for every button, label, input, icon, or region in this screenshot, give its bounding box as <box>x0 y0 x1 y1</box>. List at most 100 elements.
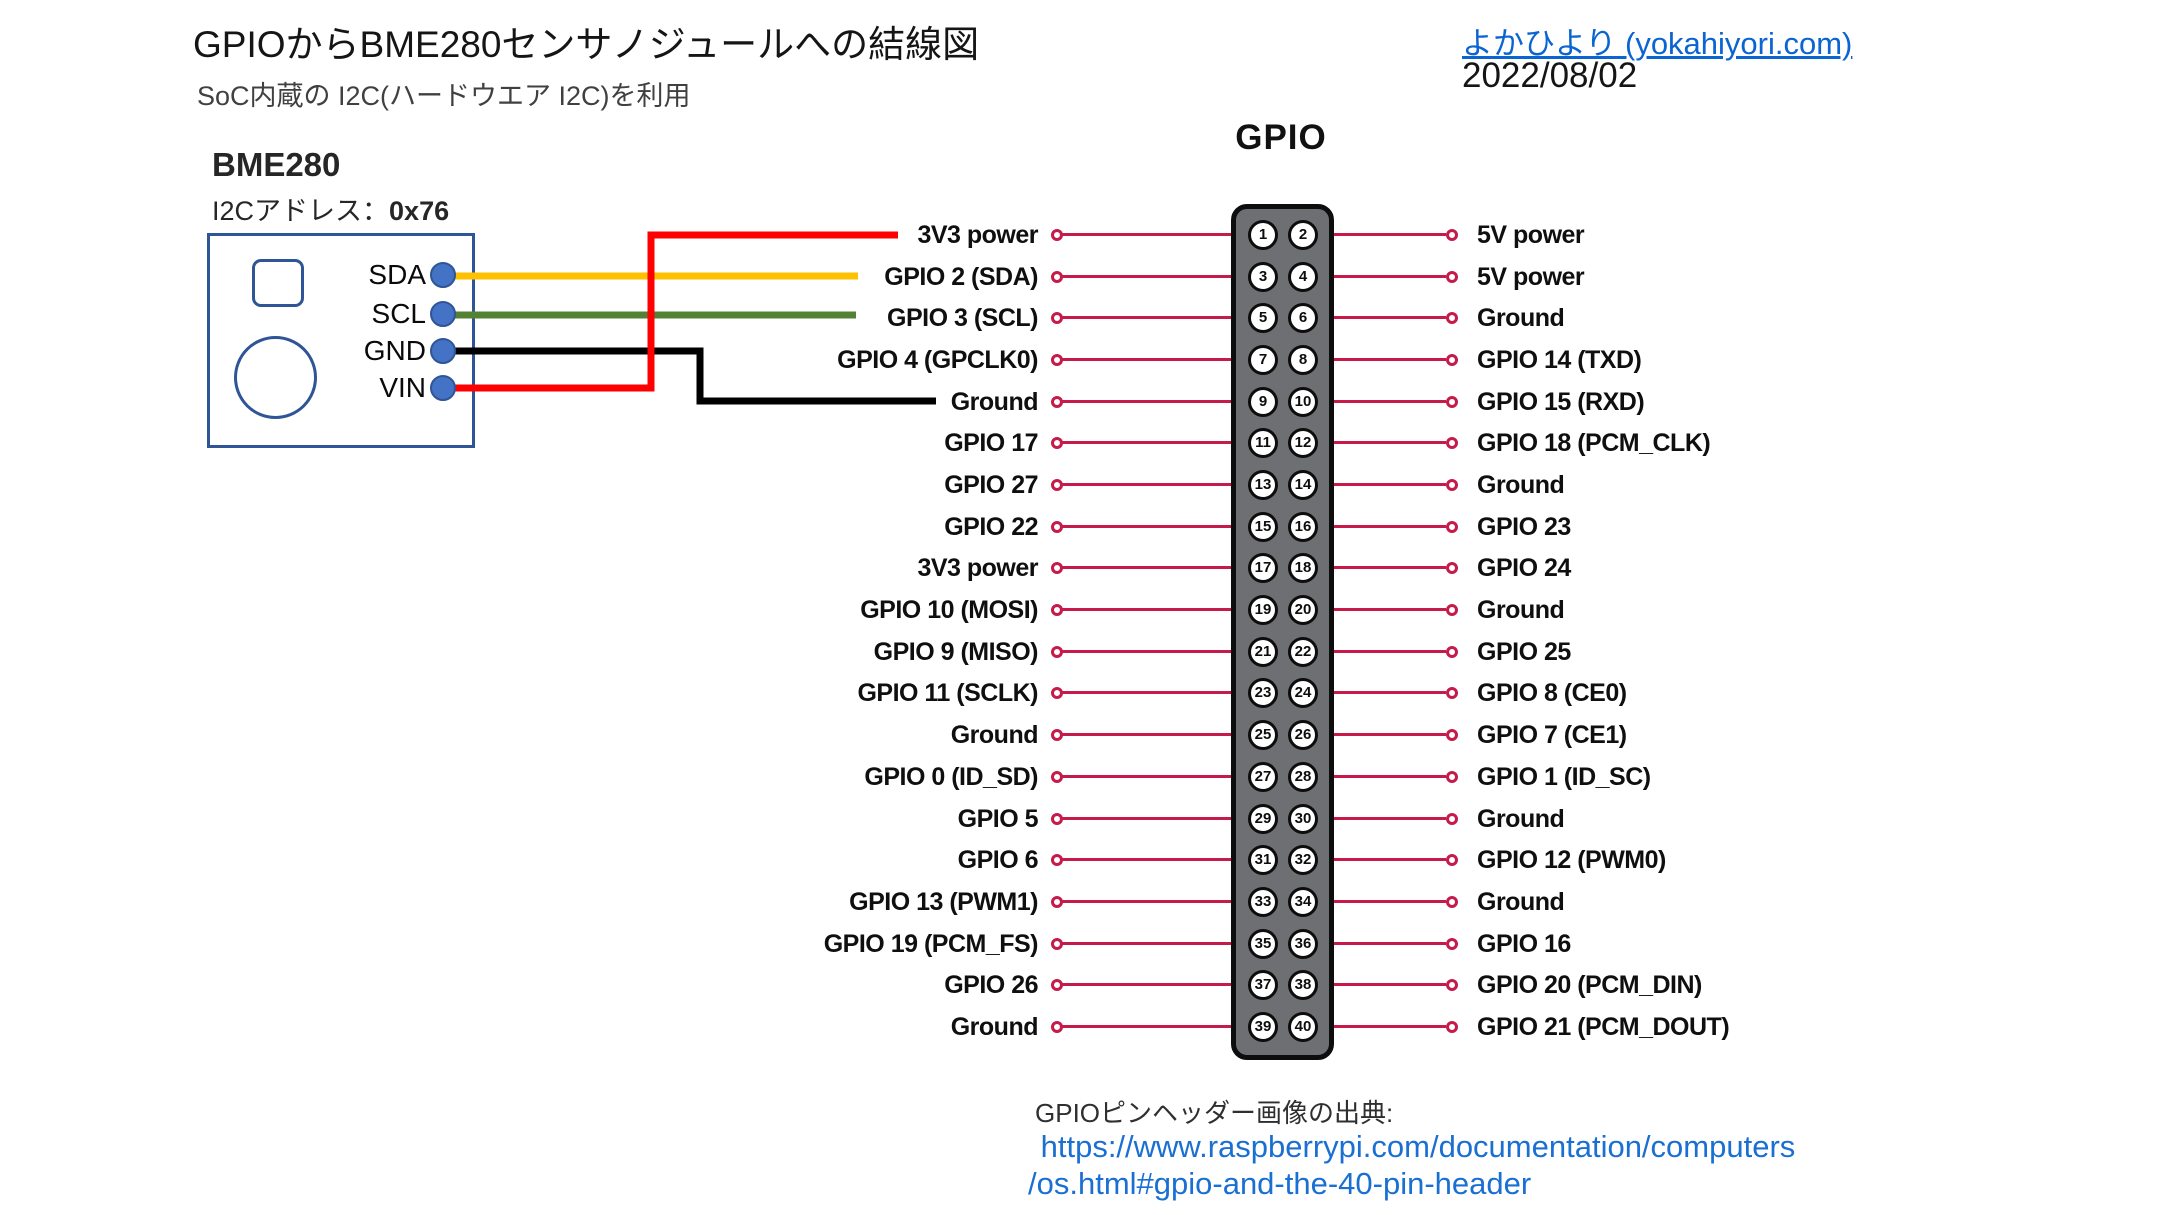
leader-line-left <box>1057 358 1263 361</box>
leader-dot-right <box>1446 312 1458 324</box>
gpio-pin-16: 16 <box>1288 512 1318 542</box>
gpio-pin-25: 25 <box>1248 720 1278 750</box>
gpio-pin-1: 1 <box>1248 220 1278 250</box>
pin-right-label: GPIO 12 (PWM0) <box>1477 846 1666 874</box>
gpio-pin-34: 34 <box>1288 887 1318 917</box>
gpio-pin-35: 35 <box>1248 929 1278 959</box>
gpio-pin-11: 11 <box>1248 428 1278 458</box>
footer-url-line2[interactable]: /os.html#gpio-and-the-40-pin-header <box>1028 1166 1532 1201</box>
gpio-pin-21: 21 <box>1248 637 1278 667</box>
pin-right-label: GPIO 18 (PCM_CLK) <box>1477 429 1711 457</box>
leader-dot-left <box>1051 687 1063 699</box>
leader-dot-left <box>1051 521 1063 533</box>
gpio-header-body <box>1231 204 1334 1060</box>
leader-dot-right <box>1446 646 1458 658</box>
i2c-address-label: I2Cアドレス： <box>212 196 390 226</box>
pin-right-label: Ground <box>1477 304 1565 332</box>
leader-dot-left <box>1051 938 1063 950</box>
leader-dot-right <box>1446 229 1458 241</box>
leader-dot-left <box>1051 729 1063 741</box>
bme280-pin-label-sda: SDA <box>368 259 426 290</box>
leader-line-left <box>1057 608 1263 611</box>
leader-line-left <box>1057 483 1263 486</box>
pin-left-label: 3V3 power <box>917 221 1038 249</box>
leader-line-left <box>1057 275 1263 278</box>
credit-link[interactable]: よかひより (yokahiyori.com) <box>1462 26 1853 61</box>
bme280-pin-label-vin: VIN <box>379 372 426 403</box>
leader-dot-left <box>1051 771 1063 783</box>
pin-left-label: GPIO 27 <box>944 471 1038 499</box>
pin-left-label: Ground <box>950 388 1039 416</box>
leader-dot-right <box>1446 896 1458 908</box>
pin-left-label: GPIO 2 (SDA) <box>884 263 1038 291</box>
gpio-pin-29: 29 <box>1248 804 1278 834</box>
bme280-pin-label-gnd: GND <box>363 335 426 366</box>
bme280-pin-dot-vin <box>430 375 456 401</box>
footer-caption: GPIOピンヘッダー画像の出典: <box>1035 1098 1394 1128</box>
leader-line-right <box>1303 400 1446 403</box>
pin-right-label: GPIO 14 (TXD) <box>1477 346 1642 374</box>
pin-left-label: GPIO 9 (MISO) <box>873 638 1039 666</box>
leader-dot-left <box>1051 354 1063 366</box>
leader-dot-right <box>1446 813 1458 825</box>
pin-right-label: Ground <box>1477 805 1565 833</box>
pin-left-label: GPIO 26 <box>944 971 1038 999</box>
leader-line-right <box>1303 441 1446 444</box>
gpio-pin-33: 33 <box>1248 887 1278 917</box>
bme280-pin-label-scl: SCL <box>371 298 426 329</box>
pin-right-label: Ground <box>1477 888 1565 916</box>
leader-dot-left <box>1051 1021 1063 1033</box>
pin-left-label: GPIO 4 (GPCLK0) <box>837 346 1038 374</box>
gpio-pin-9: 9 <box>1248 387 1278 417</box>
leader-dot-left <box>1051 271 1063 283</box>
leader-line-right <box>1303 983 1446 986</box>
footer-url-line1[interactable]: https://www.raspberrypi.com/documentatio… <box>1032 1129 1796 1164</box>
leader-line-left <box>1057 441 1263 444</box>
page-title: GPIOからBME280センサノジュールへの結線図 <box>193 24 980 65</box>
pin-right-label: GPIO 21 (PCM_DOUT) <box>1477 1013 1730 1041</box>
gpio-pin-39: 39 <box>1248 1012 1278 1042</box>
pin-left-label: Ground <box>950 721 1039 749</box>
leader-line-left <box>1057 1025 1263 1028</box>
pin-right-label: GPIO 15 (RXD) <box>1477 388 1645 416</box>
leader-line-left <box>1057 858 1263 861</box>
leader-dot-left <box>1051 896 1063 908</box>
leader-dot-right <box>1446 687 1458 699</box>
leader-line-left <box>1057 733 1263 736</box>
leader-dot-right <box>1446 396 1458 408</box>
leader-dot-left <box>1051 229 1063 241</box>
bme280-title: BME280 <box>212 146 341 183</box>
gpio-pin-23: 23 <box>1248 678 1278 708</box>
gpio-pin-22: 22 <box>1288 637 1318 667</box>
gpio-pin-6: 6 <box>1288 303 1318 333</box>
gpio-pin-26: 26 <box>1288 720 1318 750</box>
gpio-pin-20: 20 <box>1288 595 1318 625</box>
pin-right-label: 5V power <box>1477 263 1585 291</box>
gpio-pin-2: 2 <box>1288 220 1318 250</box>
leader-line-left <box>1057 900 1263 903</box>
pin-left-label: GPIO 5 <box>957 805 1039 833</box>
leader-dot-left <box>1051 312 1063 324</box>
leader-line-right <box>1303 900 1446 903</box>
leader-dot-left <box>1051 562 1063 574</box>
gpio-pin-30: 30 <box>1288 804 1318 834</box>
leader-line-right <box>1303 733 1446 736</box>
bme280-chip-square <box>252 259 304 307</box>
leader-dot-left <box>1051 479 1063 491</box>
leader-dot-left <box>1051 854 1063 866</box>
pin-left-label: GPIO 3 (SCL) <box>887 304 1038 332</box>
leader-line-left <box>1057 525 1263 528</box>
pin-left-label: Ground <box>950 1013 1039 1041</box>
leader-dot-right <box>1446 479 1458 491</box>
leader-dot-left <box>1051 396 1063 408</box>
pin-right-label: Ground <box>1477 596 1565 624</box>
gpio-pin-14: 14 <box>1288 470 1318 500</box>
pin-right-label: GPIO 1 (ID_SC) <box>1477 763 1651 791</box>
leader-line-left <box>1057 775 1263 778</box>
gpio-pin-12: 12 <box>1288 428 1318 458</box>
gpio-pin-7: 7 <box>1248 345 1278 375</box>
leader-line-left <box>1057 400 1263 403</box>
gpio-pin-5: 5 <box>1248 303 1278 333</box>
leader-line-right <box>1303 483 1446 486</box>
